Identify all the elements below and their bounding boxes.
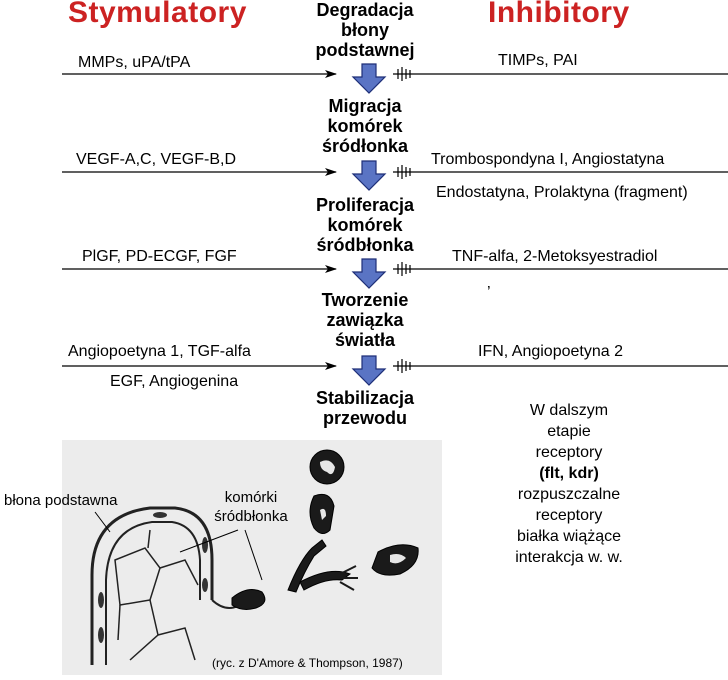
capillary-sprout-illustration (90, 506, 239, 665)
stimulator-label-4a: Angiopoetyna 1, TGF-alfa (68, 343, 251, 360)
process-arrow (351, 160, 387, 191)
label-line: komórki (224, 489, 278, 506)
step-line: błony (341, 20, 389, 40)
inhibition-line (393, 262, 728, 276)
step-line: Stabilizacja (315, 388, 415, 408)
inhibition-line (393, 359, 728, 373)
inhibitor-label-3: TNF-alfa, 2-Metoksyestradiol (452, 248, 658, 265)
inhibitor-label-2a: Trombospondyna I, Angiostatyna (431, 151, 665, 168)
step-degradation: Degradacja błony podstawnej (265, 0, 465, 60)
note-line: białka wiążące (516, 528, 622, 545)
inhibitors-header: Inhibitory (488, 0, 630, 29)
note-line: receptory (535, 507, 603, 524)
label-line: śródbłonka (214, 508, 288, 525)
step-line: Migracja (328, 96, 402, 116)
inhibitor-label-2b: Endostatyna, Prolaktyna (fragment) (436, 184, 688, 201)
note-line: receptory (535, 444, 603, 461)
step-migration: Migracja komórek śródłonka (265, 96, 465, 156)
figure-pointer-lines (94, 511, 263, 581)
step-line: Tworzenie (321, 290, 409, 310)
stimulator-label-1: MMPs, uPA/tPA (78, 54, 191, 71)
step-line: komórek (327, 116, 403, 136)
step-stabilization: Stabilizacja przewodu (265, 388, 465, 428)
step-line: komórek (327, 215, 403, 235)
stimulator-label-3: PlGF, PD-ECGF, FGF (82, 248, 237, 265)
step-line: śródłonka (321, 136, 409, 156)
step-line: przewodu (323, 408, 407, 428)
step-proliferation: Proliferacja komórek śródbłonka (265, 195, 465, 255)
note-line: W dalszym (529, 402, 609, 419)
inhibitor-label-4: IFN, Angiopoetyna 2 (478, 343, 623, 360)
process-arrow (351, 63, 387, 94)
inhibition-line (393, 67, 728, 81)
process-arrow (351, 258, 387, 289)
step-line: zawiązka (326, 310, 404, 330)
step-line: śródbłonka (316, 235, 414, 255)
inhibitor-label-1: TIMPs, PAI (498, 52, 578, 69)
note-line: etapie (547, 423, 591, 440)
label-endothelial-cells: komórki śródbłonka (206, 488, 296, 526)
inhibition-line (393, 165, 728, 179)
step-lumen-formation: Tworzenie zawiązka światła (265, 290, 465, 350)
step-line: Degradacja (316, 0, 414, 20)
note-line: rozpuszczalne (517, 486, 621, 503)
note-line: (flt, kdr) (539, 465, 599, 482)
cell-filopodia (339, 565, 358, 591)
later-stage-note: W dalszym etapie receptory (flt, kdr) ro… (484, 400, 654, 568)
process-arrow (351, 355, 387, 386)
stimulators-header: Stymulatory (68, 0, 247, 29)
step-line: Proliferacja (315, 195, 415, 215)
step-line: podstawnej (315, 40, 415, 60)
step-line: światła (334, 330, 396, 350)
label-basement-membrane: błona podstawna (4, 492, 118, 509)
stimulator-label-4b: EGF, Angiogenina (110, 373, 239, 390)
figure-caption: (ryc. z D'Amore & Thompson, 1987) (212, 656, 403, 670)
stray-mark: ’ (487, 284, 491, 301)
note-line: interakcja w. w. (515, 549, 623, 566)
stimulator-label-2: VEGF-A,C, VEGF-B,D (76, 151, 237, 168)
